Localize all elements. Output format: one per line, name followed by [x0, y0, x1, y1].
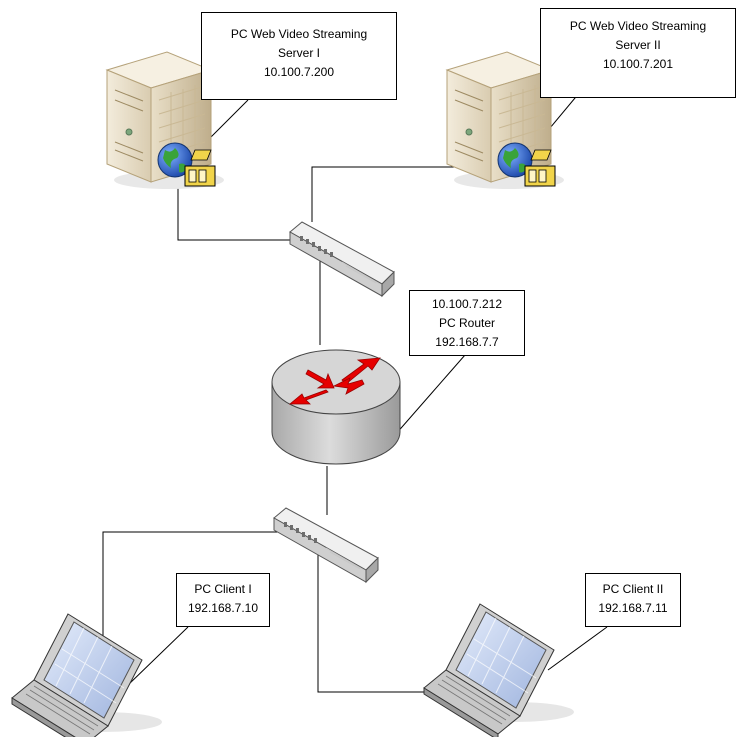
server2-callout: PC Web Video Streaming Server II 10.100.… [540, 8, 736, 98]
callout-leader-client2 [547, 626, 608, 671]
link-server1-switch [177, 180, 300, 241]
connections [102, 79, 608, 693]
callout-leader-client1 [127, 626, 189, 686]
router-icon [271, 349, 401, 465]
server2-ip: 10.100.7.201 [602, 57, 674, 71]
router-ip-internal: 192.168.7.7 [435, 335, 499, 349]
server2-title-line1: PC Web Video Streaming [569, 19, 707, 33]
server1-callout: PC Web Video Streaming Server I 10.100.7… [201, 12, 397, 100]
network-switch-icon [273, 507, 379, 584]
client1-callout: PC Client I 192.168.7.10 [176, 573, 270, 627]
server1-ip: 10.100.7.200 [263, 65, 335, 79]
web-server-icon [105, 51, 224, 189]
laptop-icon [423, 603, 574, 737]
laptop-icon [11, 613, 162, 737]
server2-title-line2: Server II [615, 38, 661, 52]
link-server2-switch [311, 166, 460, 222]
server1-title-line2: Server I [277, 46, 320, 60]
client2-ip: 192.168.7.11 [598, 601, 668, 615]
client1-name: PC Client I [194, 582, 252, 596]
server1-title-line1: PC Web Video Streaming [230, 27, 368, 41]
router-ip-external: 10.100.7.212 [431, 297, 503, 311]
client2-name: PC Client II [602, 582, 664, 596]
callout-leader-router [394, 354, 466, 436]
link-switch-client2 [317, 548, 430, 693]
client1-ip: 192.168.7.10 [187, 601, 259, 615]
link-switch-client1 [102, 531, 280, 685]
network-switch-icon [289, 221, 395, 298]
client2-callout: PC Client II 192.168.7.11 [585, 573, 681, 627]
router-name: PC Router [438, 316, 496, 330]
router-callout: 10.100.7.212 PC Router 192.168.7.7 [409, 290, 525, 356]
web-server-icon [445, 51, 564, 189]
